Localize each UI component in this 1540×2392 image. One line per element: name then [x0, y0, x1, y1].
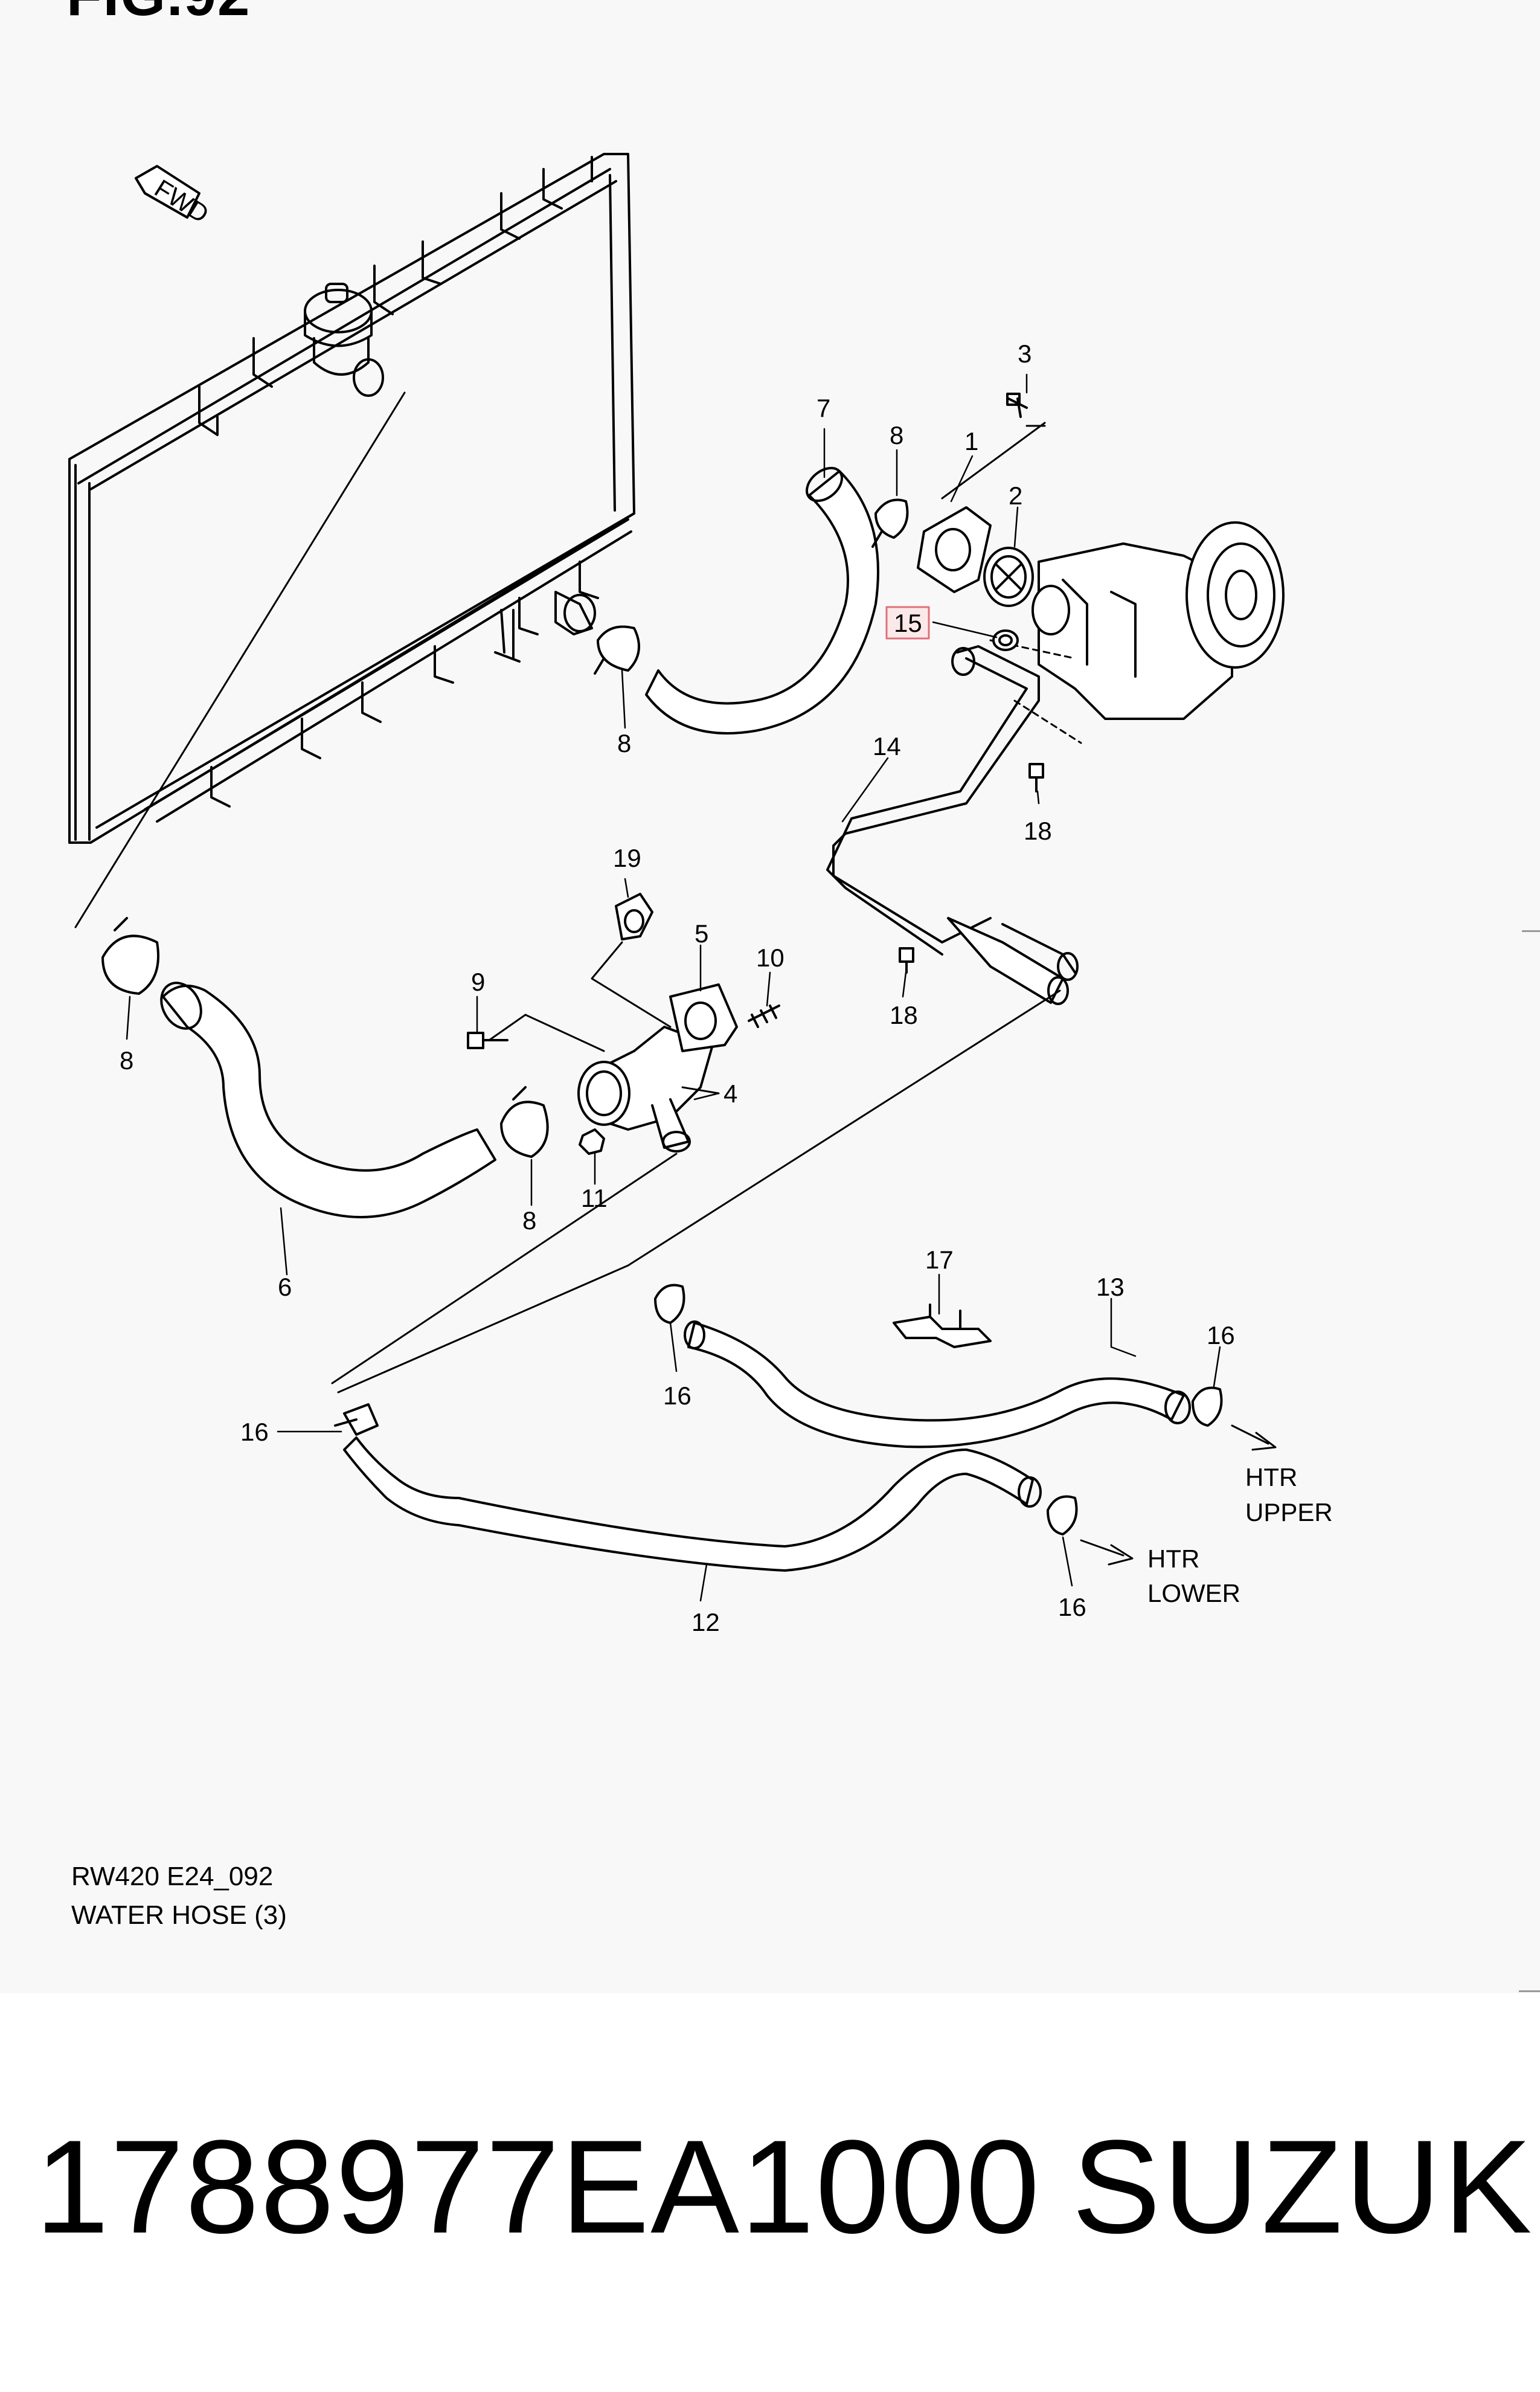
water-pipe-14	[826, 645, 1079, 1005]
bolt-9	[467, 1032, 509, 1049]
callout-17: 17	[925, 1246, 954, 1274]
htr-lower-label-1: HTR	[1147, 1545, 1199, 1573]
callout-6: 6	[278, 1273, 292, 1301]
htr-lower-label-2: LOWER	[1147, 1579, 1240, 1607]
callout-15: 15	[894, 609, 922, 637]
hose-13	[684, 1320, 1191, 1448]
clamp-8-mid	[594, 625, 640, 675]
callout-14: 14	[873, 732, 901, 760]
parts-diagram: FWD 1 2 3 4 5 6 7 8 8 8 8 9 10 11 12 13 …	[68, 153, 1333, 1636]
sensor-19	[615, 893, 653, 940]
clamp-8-upper	[871, 498, 909, 548]
o-ring-15	[992, 629, 1019, 651]
brand-name: SUZUKI	[1072, 2112, 1540, 2261]
right-edge-tick	[1522, 930, 1540, 932]
figure-title: FIG.92	[66, 0, 251, 29]
callout-8-left: 8	[120, 1046, 133, 1075]
fwd-arrow-icon	[135, 165, 201, 219]
callout-16-a: 16	[663, 1381, 691, 1410]
part-number: 1788977EA1000	[35, 2112, 1041, 2261]
bolt-18-upper	[1028, 763, 1044, 793]
callout-12: 12	[691, 1608, 720, 1636]
radiator	[68, 153, 635, 844]
clamp-16-b	[1192, 1386, 1223, 1427]
arrow-htr-upper-icon	[1231, 1424, 1277, 1451]
bolt-18-lower	[899, 947, 914, 974]
clamp-16-c	[334, 1403, 379, 1436]
clamp-8-left	[101, 917, 159, 995]
diagram-sheet	[0, 0, 1540, 1993]
callout-19: 19	[613, 844, 641, 872]
callout-9: 9	[471, 968, 485, 996]
callout-13: 13	[1096, 1273, 1125, 1301]
callout-leaders	[126, 373, 1221, 1602]
callout-1: 1	[964, 427, 978, 455]
callout-4: 4	[723, 1079, 737, 1108]
highlight-box-15	[885, 606, 930, 640]
callout-8-upper: 8	[890, 421, 903, 449]
callout-2: 2	[1009, 481, 1022, 510]
callout-16-b: 16	[1207, 1321, 1235, 1349]
reference-code: RW420 E24_092	[71, 1862, 274, 1891]
right-edge-tick-lower	[1519, 1990, 1540, 1992]
callout-18-lower: 18	[890, 1001, 918, 1029]
callout-11: 11	[581, 1184, 608, 1212]
clamp-16-a	[654, 1284, 685, 1324]
hose-6	[160, 982, 496, 1218]
callout-7: 7	[817, 394, 830, 422]
radiator-cap	[304, 283, 384, 397]
stud-10	[748, 1005, 780, 1028]
callout-8-lower: 8	[522, 1206, 536, 1235]
hose-7	[645, 466, 879, 735]
hose-12	[343, 1436, 1042, 1572]
htr-upper-label-2: UPPER	[1245, 1498, 1333, 1526]
bolt-3	[1006, 393, 1028, 418]
nut-11	[579, 1128, 605, 1155]
clamp-16-d	[1047, 1495, 1078, 1535]
thermostat-2	[983, 547, 1034, 607]
caption-band	[0, 1993, 1540, 2392]
callout-16-d: 16	[1058, 1593, 1086, 1621]
callout-5: 5	[695, 919, 708, 948]
callout-3: 3	[1018, 339, 1031, 368]
callout-8-mid: 8	[617, 729, 631, 757]
callout-10: 10	[756, 944, 784, 972]
htr-upper-label-1: HTR	[1245, 1463, 1297, 1491]
reference-name: WATER HOSE (3)	[71, 1900, 287, 1930]
clamp-8-lower	[500, 1086, 549, 1158]
callout-18-upper: 18	[1024, 817, 1052, 845]
water-pump	[1031, 521, 1285, 720]
gasket-5	[669, 983, 738, 1052]
bracket-17	[893, 1304, 992, 1348]
thermostat-cap-1	[917, 506, 992, 593]
thermostat-housing-4	[577, 1026, 714, 1153]
arrow-htr-lower-icon	[1080, 1539, 1134, 1566]
radiator-outlet	[494, 591, 596, 663]
callout-16-c: 16	[240, 1418, 269, 1446]
